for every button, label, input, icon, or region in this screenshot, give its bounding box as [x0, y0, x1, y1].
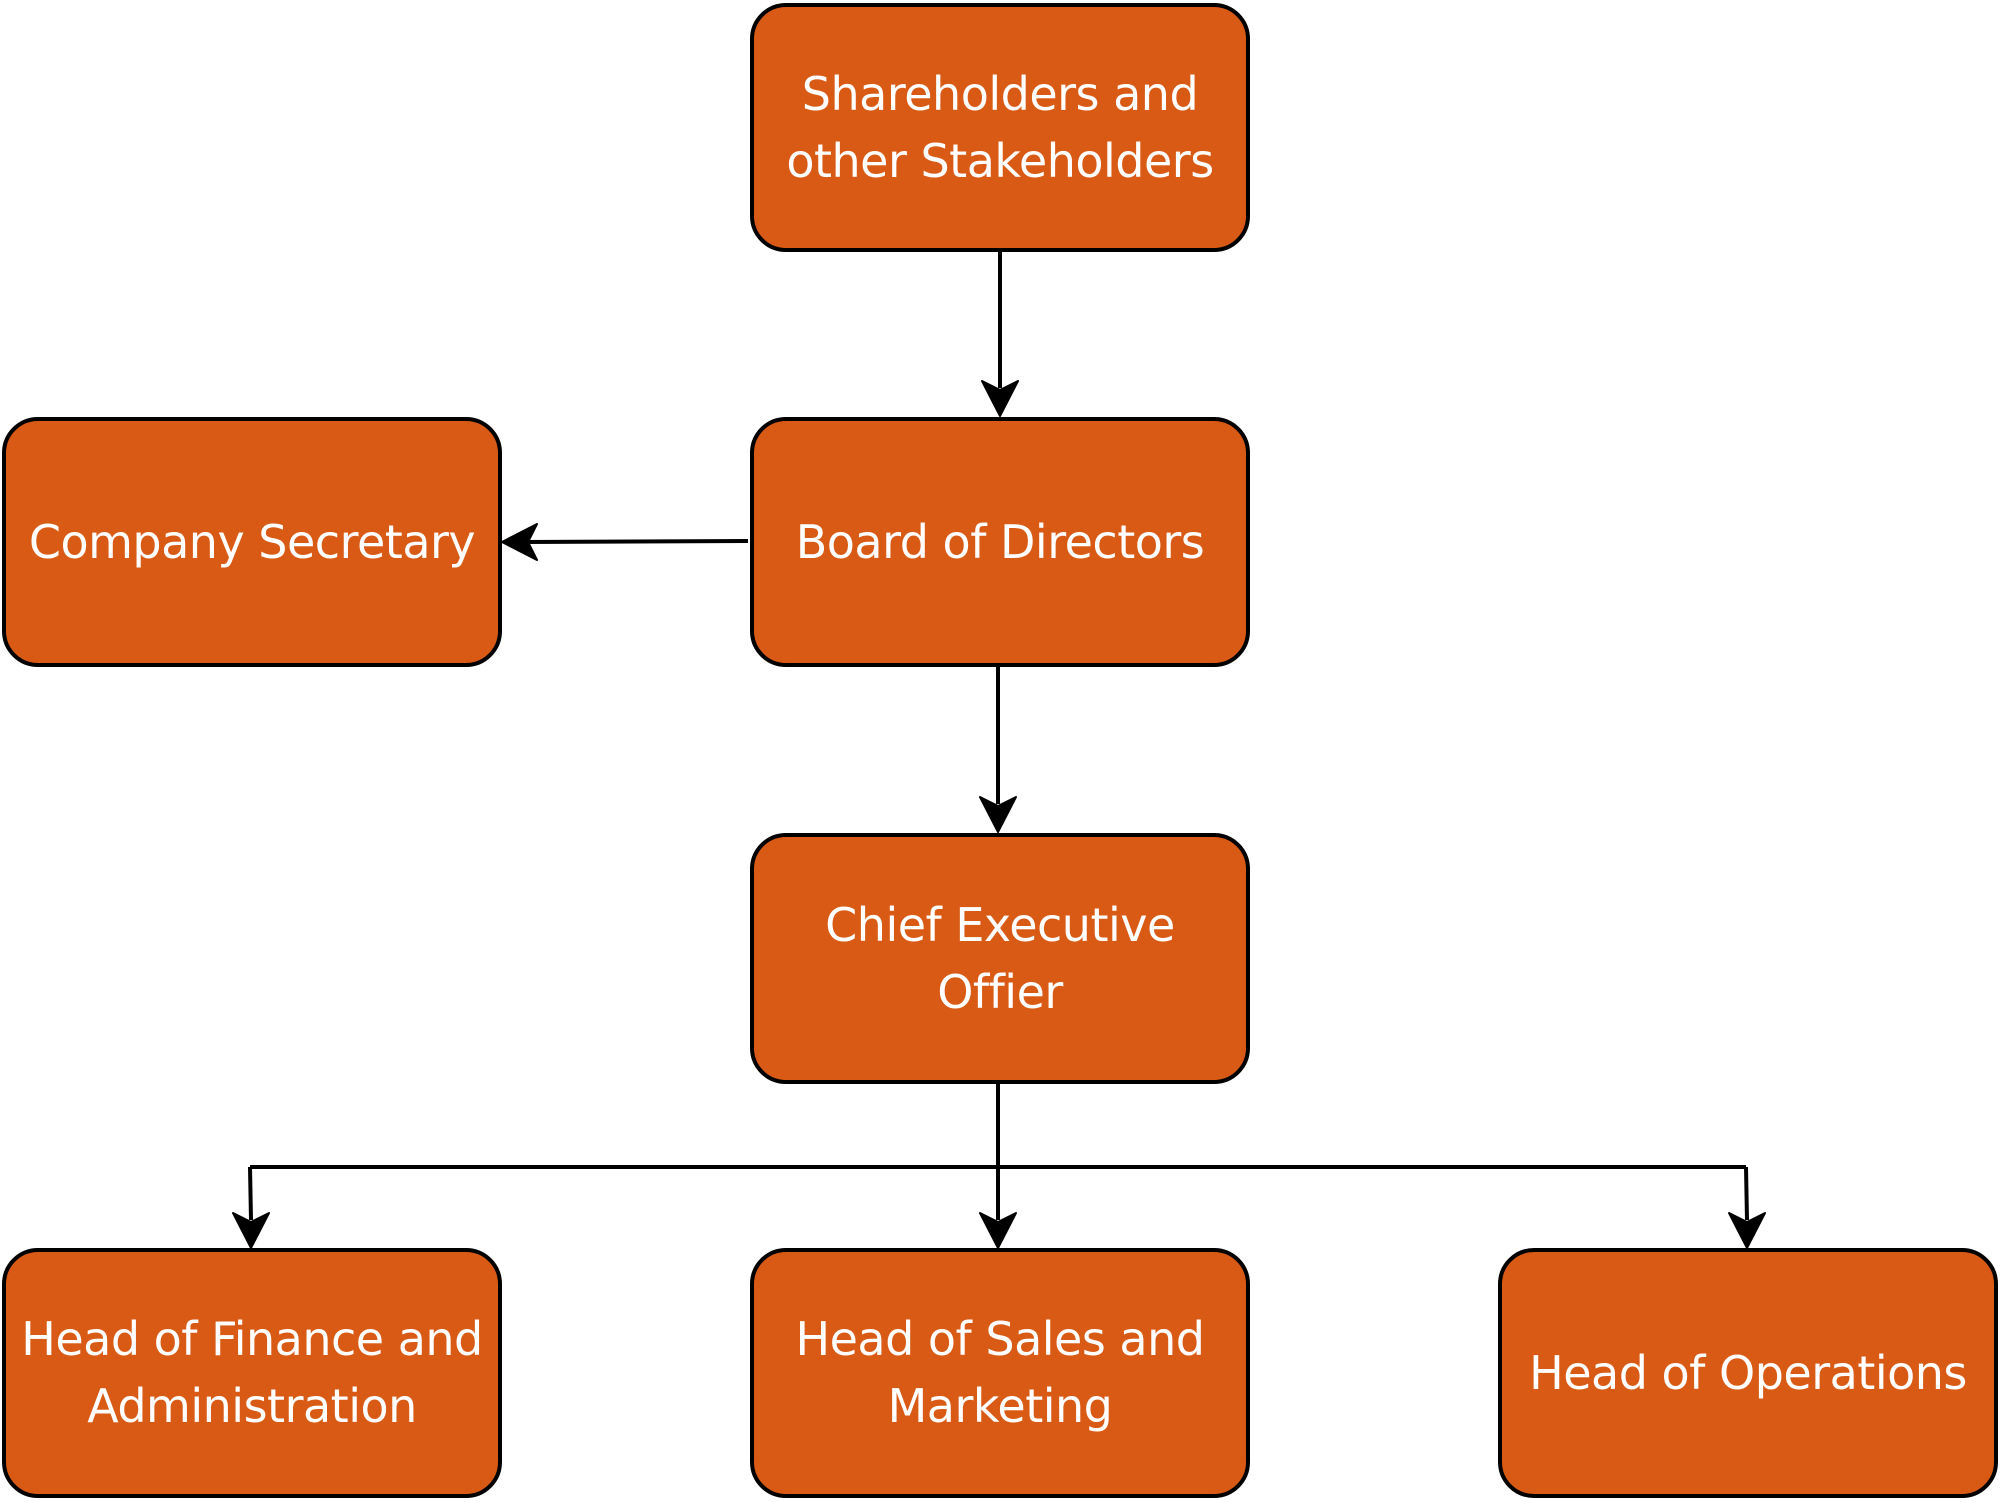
node-secretary-label: Company Secretary	[28, 514, 476, 569]
arrowhead-operations	[1728, 1212, 1766, 1249]
arrowhead-secretary	[501, 523, 538, 561]
arrowhead-ceo	[979, 796, 1017, 833]
node-chief-executive-officer: Chief Executive Offier	[750, 833, 1250, 1084]
edge-ceo-operations	[1744, 1166, 1749, 1221]
arrowhead-finance	[232, 1212, 270, 1249]
edge-board-secretary	[524, 539, 749, 544]
node-sales-label: Head of Sales and Marketing	[795, 1312, 1205, 1433]
edge-ceo-finance	[248, 1166, 253, 1221]
node-company-secretary: Company Secretary	[2, 417, 502, 667]
node-head-of-operations: Head of Operations	[1498, 1248, 1998, 1498]
node-head-of-finance: Head of Finance and Administration	[2, 1248, 502, 1498]
node-board-of-directors: Board of Directors	[750, 417, 1250, 667]
node-head-of-sales: Head of Sales and Marketing	[750, 1248, 1250, 1498]
arrowhead-board	[981, 380, 1019, 417]
node-board-label: Board of Directors	[795, 514, 1205, 569]
node-shareholders-label: Shareholders and other Stakeholders	[786, 66, 1214, 188]
node-operations-label: Head of Operations	[1529, 1345, 1967, 1400]
node-shareholders: Shareholders and other Stakeholders	[750, 3, 1250, 252]
arrowhead-sales	[979, 1212, 1017, 1249]
node-ceo-label: Chief Executive Offier	[825, 897, 1175, 1019]
node-finance-label: Head of Finance and Administration	[21, 1312, 483, 1433]
